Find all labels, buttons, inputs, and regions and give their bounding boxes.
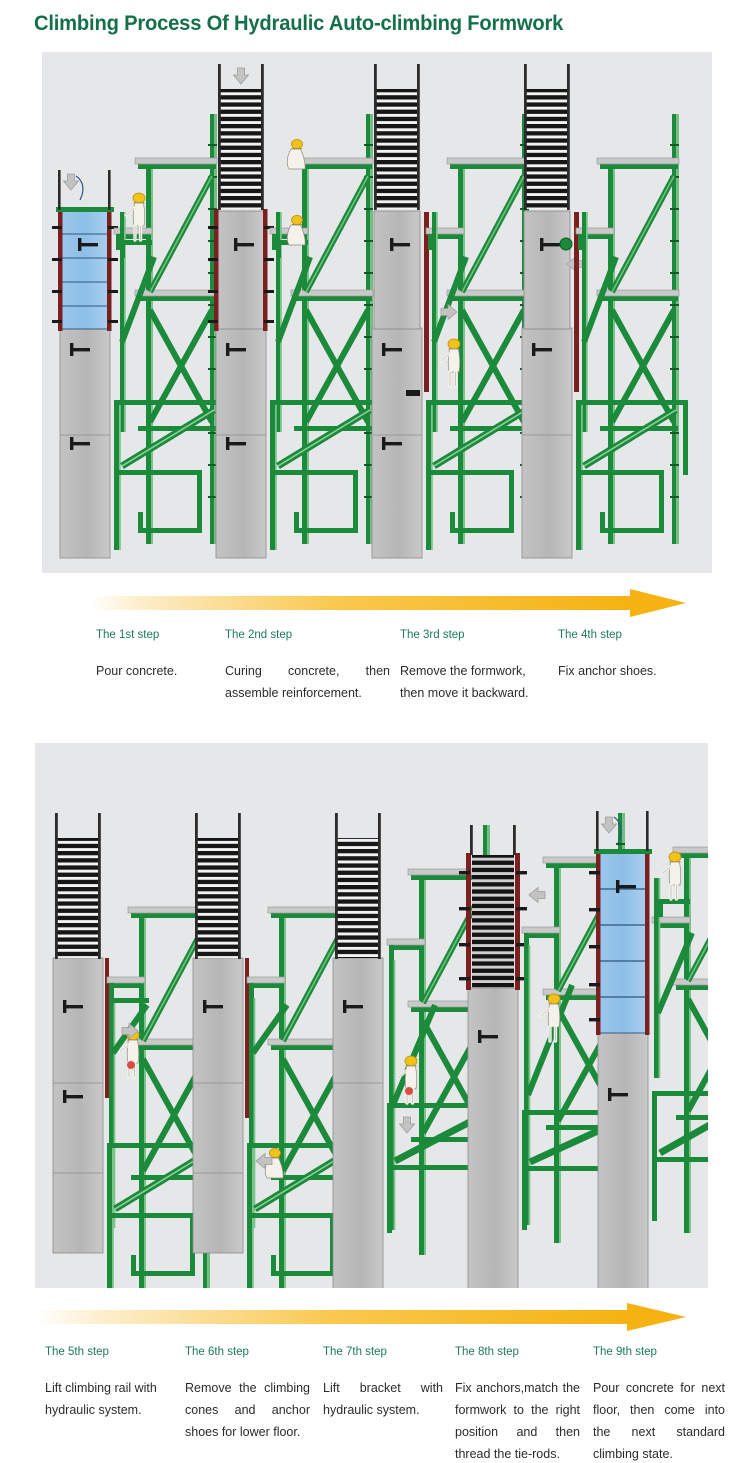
step-label-5: The 5th step (45, 1346, 109, 1358)
top-diagram-panel (42, 52, 712, 573)
step-item-2: The 2nd step Curing concrete, then assem… (225, 628, 390, 704)
step-item-7: The 7th step Lift bracket with hydraulic… (323, 1345, 443, 1421)
step-item-5: The 5th step Lift climbing rail with hyd… (45, 1345, 167, 1421)
step-desc-4: Fix anchor shoes. (558, 664, 657, 678)
steps-row-top: The 1st step Pour concrete. The 2nd step… (0, 628, 750, 728)
stage-1-drawing (52, 114, 226, 559)
stage-5-drawing (52, 813, 219, 1288)
stage-9-drawing (589, 803, 708, 1288)
step-label-9: The 9th step (593, 1346, 657, 1358)
step-desc-5: Lift climbing rail with hydraulic system… (45, 1381, 157, 1417)
step-item-1: The 1st step Pour concrete. (96, 628, 216, 682)
bottom-diagram-svg (52, 743, 708, 1288)
bottom-diagram-panel (35, 743, 708, 1288)
stage-7-drawing (332, 813, 499, 1288)
stage-4-drawing (521, 64, 688, 559)
step-desc-8: Fix anchors,match the formwork to the ri… (455, 1381, 580, 1461)
step-desc-1: Pour concrete. (96, 664, 178, 678)
step-label-6: The 6th step (185, 1346, 249, 1358)
stage-3-drawing (371, 64, 538, 559)
step-desc-7: Lift bracket with hydraulic system. (323, 1381, 443, 1417)
step-label-8: The 8th step (455, 1346, 519, 1358)
steps-row-bottom: The 5th step Lift climbing rail with hyd… (0, 1345, 750, 1463)
step-item-8: The 8th step Fix anchors,match the formw… (455, 1345, 580, 1463)
step-label-2: The 2nd step (225, 629, 293, 641)
step-label-4: The 4th step (558, 629, 622, 641)
stage-8-drawing (459, 813, 634, 1288)
process-arrow-top (90, 588, 690, 618)
step-item-4: The 4th step Fix anchor shoes. (558, 628, 708, 682)
stage-6-drawing (192, 813, 359, 1288)
step-desc-9: Pour concrete for next floor, then come … (593, 1381, 725, 1461)
step-label-7: The 7th step (323, 1346, 387, 1358)
step-label-3: The 3rd step (400, 629, 465, 641)
step-desc-6: Remove the climbing cones and anchor sho… (185, 1381, 310, 1439)
stage-2-drawing (208, 64, 382, 559)
step-desc-3: Remove the formwork, then move it backwa… (400, 664, 529, 700)
process-arrow-bottom (35, 1302, 690, 1332)
step-item-6: The 6th step Remove the climbing cones a… (185, 1345, 310, 1443)
page-title: Climbing Process Of Hydraulic Auto-climb… (34, 12, 564, 35)
step-desc-2: Curing concrete, then assemble reinforce… (225, 664, 390, 700)
top-diagram-svg (52, 64, 712, 559)
step-item-3: The 3rd step Remove the formwork, then m… (400, 628, 550, 704)
step-item-9: The 9th step Pour concrete for next floo… (593, 1345, 725, 1463)
step-label-1: The 1st step (96, 629, 160, 641)
